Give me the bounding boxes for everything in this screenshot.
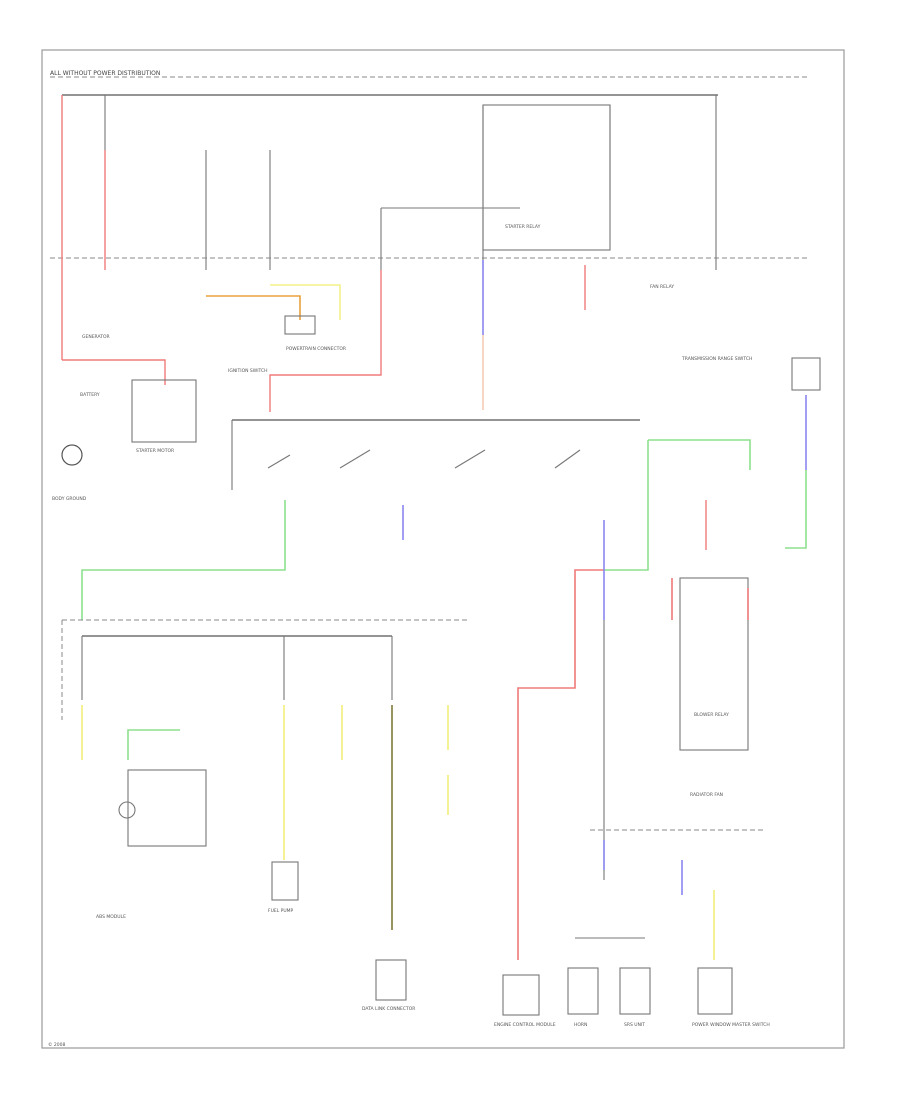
yellow-wire-top (270, 284, 341, 320)
power-window-label: POWER WINDOW MASTER SWITCH (692, 1022, 770, 1028)
fuel-pump-label: FUEL PUMP (268, 908, 294, 914)
fuel-pump-box (271, 861, 299, 901)
ig-red-wire (269, 270, 382, 412)
abs-module-box (127, 769, 207, 847)
horn-label: HORN (574, 1022, 587, 1028)
powertrain-connector-box (284, 315, 316, 335)
data-link-label: DATA LINK CONNECTOR (362, 1006, 415, 1012)
srs-label: SRS UNIT (624, 1022, 645, 1028)
green-wire-left (81, 500, 286, 620)
relay-box (482, 104, 611, 251)
battery-label: BATTERY (80, 392, 100, 398)
battery-symbol (61, 444, 83, 466)
green-wire-right-2 (604, 440, 649, 571)
transmission-range-label: TRANSMISSION RANGE SWITCH (681, 356, 752, 362)
starter-motor-box (131, 379, 197, 443)
igsw-sw-1 (267, 454, 291, 469)
abs-module-label: ABS MODULE (96, 914, 126, 920)
starter-relay-label: STARTER RELAY (505, 224, 541, 230)
radiator-fan-label: RADIATOR FAN (690, 792, 723, 798)
power-window-box (697, 967, 733, 1015)
diagram-border (41, 49, 845, 1049)
right-component-box (791, 357, 821, 391)
horn-box (567, 967, 599, 1015)
abs-motor (118, 801, 136, 819)
powertrain-connector-label: POWERTRAIN CONNECTOR (286, 346, 346, 352)
relay-right-box (679, 577, 749, 751)
generator-label: GENERATOR (82, 334, 110, 340)
starter-motor-label: STARTER MOTOR (136, 448, 174, 454)
engine-control-box (502, 974, 540, 1016)
green-wire-right-3 (785, 470, 807, 549)
igsw-sw-3 (454, 449, 486, 469)
long-red-wire (517, 569, 604, 960)
orange-wire (206, 295, 301, 320)
engine-control-label: ENGINE CONTROL MODULE (494, 1022, 556, 1028)
igsw-sw-2 (339, 449, 371, 469)
blower-relay-label: BLOWER RELAY (694, 712, 729, 718)
battery-to-starter (62, 359, 166, 385)
diagram-title: ALL WITHOUT POWER DISTRIBUTION (50, 70, 160, 77)
footer-copyright: © 2008 (48, 1041, 66, 1048)
data-link-box (375, 959, 407, 1001)
green-wire-right (648, 439, 751, 470)
igsw-sw-4 (554, 449, 581, 469)
ignition-switch-label: IGNITION SWITCH (228, 368, 268, 374)
fan-relay-label: FAN RELAY (650, 284, 674, 290)
green-wire-lower (127, 729, 180, 760)
srs-unit-box (619, 967, 651, 1015)
ground-label: BODY GROUND (52, 496, 87, 502)
